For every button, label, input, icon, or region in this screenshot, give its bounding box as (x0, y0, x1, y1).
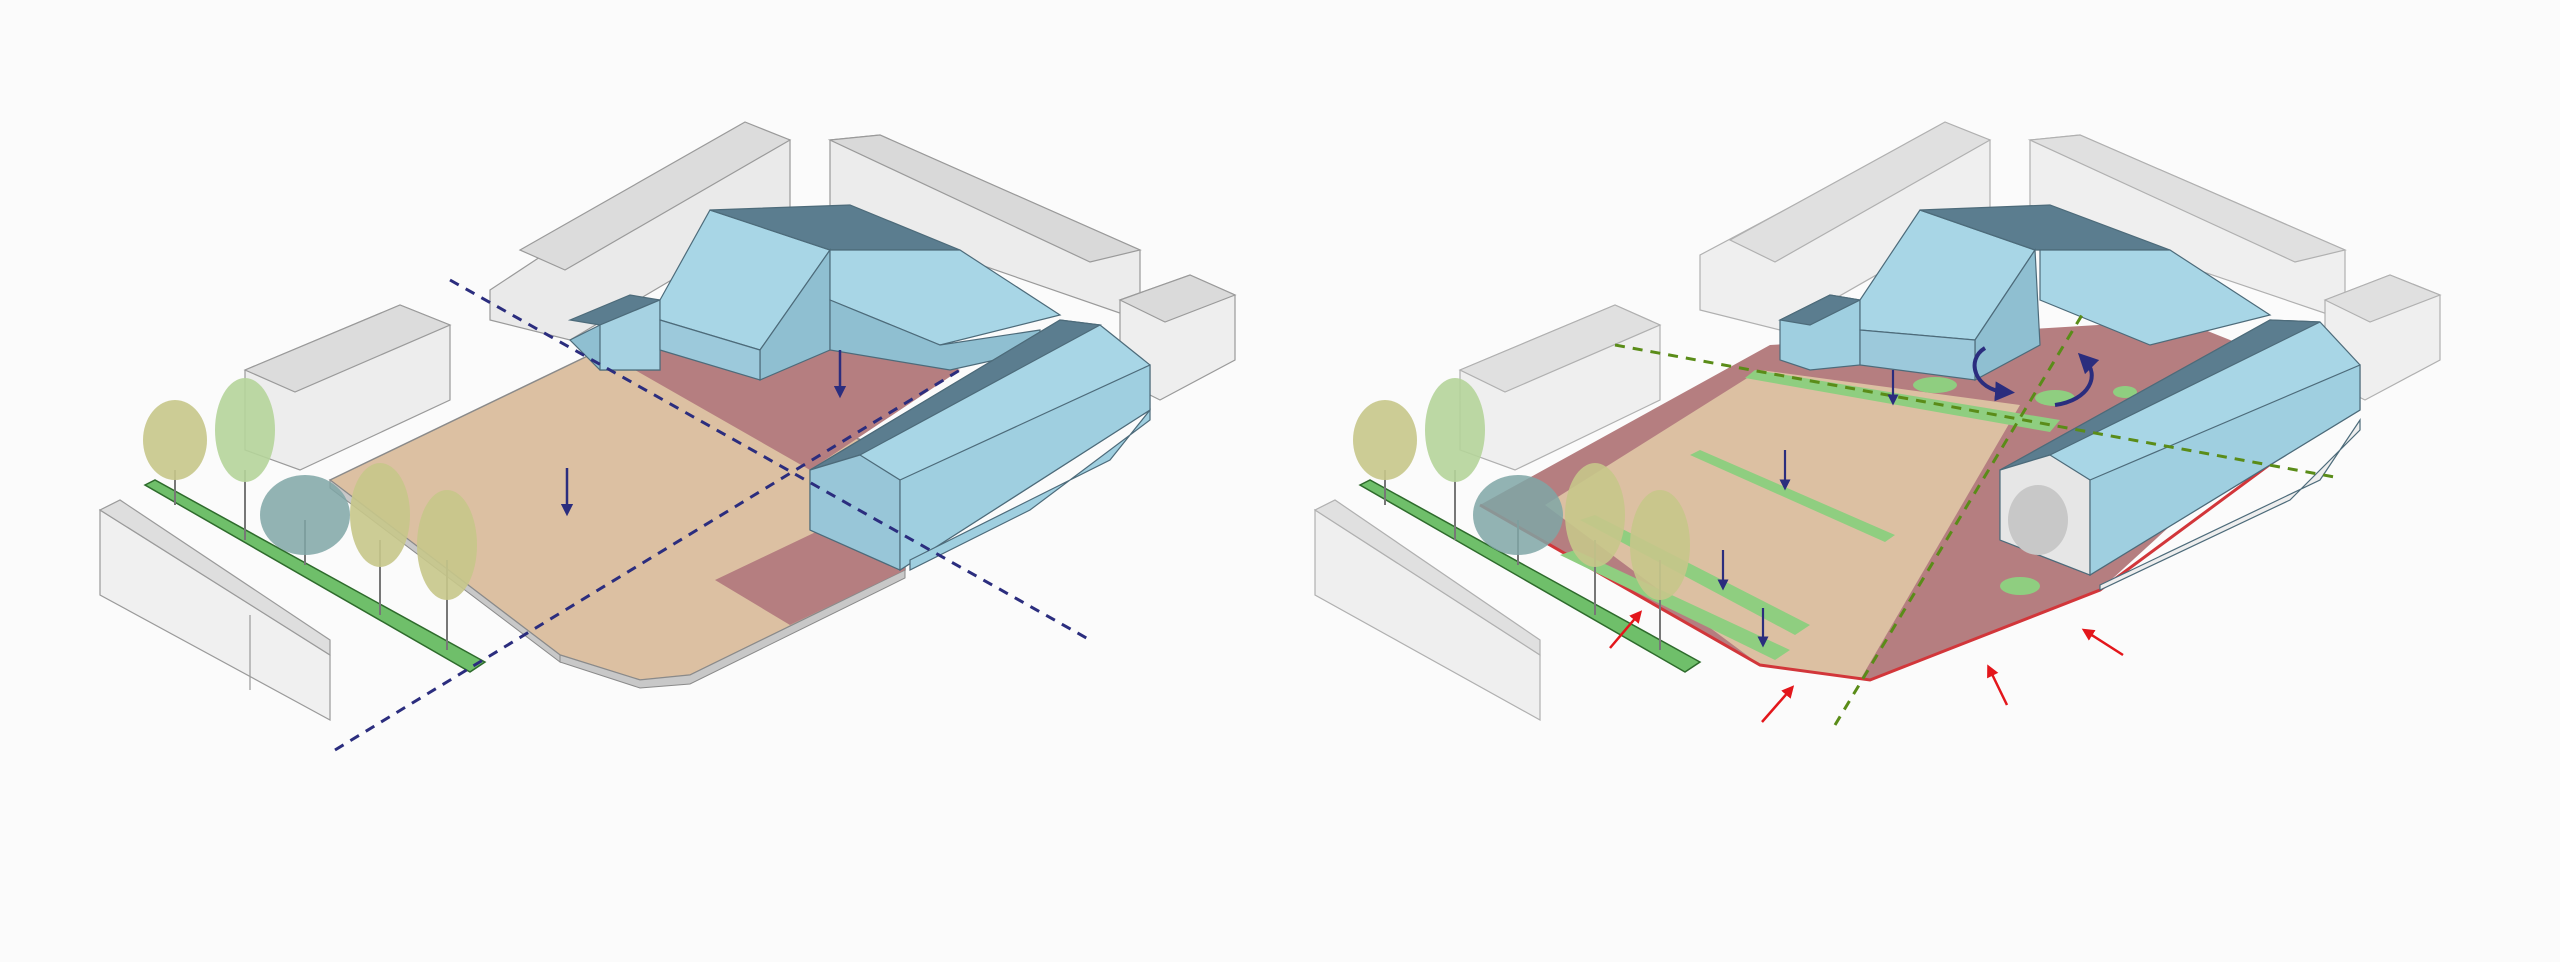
site-boundary-edge (1479, 418, 2331, 682)
tree (1630, 490, 1690, 650)
circulation-arrow-left (1972, 346, 2015, 402)
context-buildings-rear (98, 121, 1237, 722)
entry-arrow (1987, 664, 2009, 706)
entrance-artwork (2008, 485, 2068, 555)
tree (1353, 400, 1417, 505)
green-dashed-axis-horizontal (1614, 343, 2341, 480)
entry-arrow (1609, 610, 1643, 649)
green-dashed-axis-diagonal (1833, 309, 2087, 726)
entry-arrow (1761, 685, 1795, 723)
context-buildings-rear (1313, 121, 2442, 722)
tree (1473, 475, 1563, 565)
street-green-strip (143, 479, 487, 673)
tree (143, 400, 207, 505)
tree (350, 463, 410, 615)
tree (260, 475, 350, 565)
entry-arrow (2081, 628, 2124, 657)
tree (1425, 378, 1485, 540)
street-trees (143, 378, 477, 650)
forecourt-area (715, 530, 905, 625)
panel-existing (98, 121, 1237, 752)
dashed-axis-diagonal-nw-se (449, 278, 1091, 642)
existing-buildings (567, 204, 1151, 572)
proposed-buildings (1778, 204, 2361, 591)
circulation-arrow-right (2054, 352, 2100, 407)
dashed-axis-diagonal-sw-ne (334, 368, 961, 752)
open-field-area (1545, 370, 2020, 680)
street-trees (1353, 378, 1690, 650)
circulation-arrows (1972, 346, 2100, 407)
tree (215, 378, 275, 540)
tree (417, 490, 477, 650)
entry-arrows (1609, 610, 2124, 723)
panel-proposed (1313, 121, 2442, 726)
street-green-strip (1358, 479, 1702, 673)
down-arrows (1717, 370, 1899, 648)
tree (1565, 463, 1625, 615)
